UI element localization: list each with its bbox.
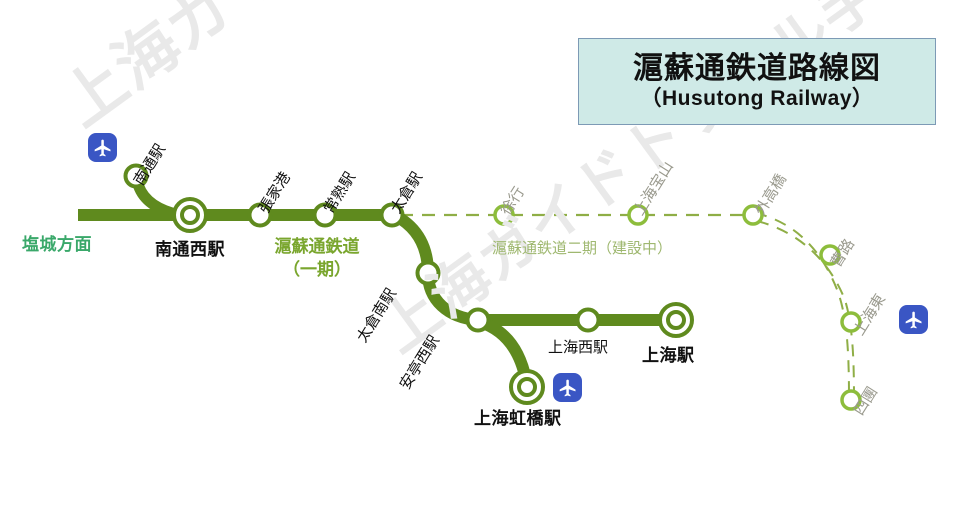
hongqiao-airport-marker[interactable] <box>553 373 582 402</box>
station-marker-changshu[interactable] <box>312 202 338 228</box>
station-marker-shanghai[interactable] <box>658 302 694 338</box>
station-marker-shanghai-east[interactable] <box>840 311 862 333</box>
airplane-icon <box>93 138 113 158</box>
line-label-phase2: 滬蘇通鉄道二期（建設中） <box>492 240 673 257</box>
line-label-phase1-suffix: （一期） <box>283 259 351 279</box>
station-marker-situan[interactable] <box>840 389 862 411</box>
station-marker-xuxing[interactable] <box>493 204 515 226</box>
page-title: 滬蘇通鉄道路線図 <box>633 52 881 86</box>
page-subtitle: （Husutong Railway） <box>640 87 874 111</box>
station-marker-shanghai-hongqiao[interactable] <box>509 369 545 405</box>
station-marker-caolu[interactable] <box>819 244 841 266</box>
station-label-shanghai: 上海駅 <box>642 346 695 365</box>
airplane-icon <box>904 310 924 330</box>
station-marker-waigaoqiao[interactable] <box>742 204 764 226</box>
station-marker-taicang[interactable] <box>379 202 405 228</box>
station-marker-shanghai-baoshan[interactable] <box>627 204 649 226</box>
pudong-airport-marker[interactable] <box>899 305 928 334</box>
station-marker-nantong-west[interactable] <box>172 197 208 233</box>
direction-label-yancheng: 塩城方面 <box>22 235 92 254</box>
station-marker-nantong[interactable] <box>123 163 149 189</box>
station-marker-shanghai-west[interactable] <box>575 307 601 333</box>
station-marker-taicang-south[interactable] <box>415 260 441 286</box>
station-label-nantong-west: 南通西駅 <box>155 240 225 259</box>
nantong-airport-marker[interactable] <box>88 133 117 162</box>
line-label-phase1: 滬蘇通鉄道 （一期） <box>262 236 372 282</box>
line-label-phase1-name: 滬蘇通鉄道 <box>274 237 360 256</box>
airplane-icon <box>558 378 578 398</box>
station-marker-zhangjiagang[interactable] <box>247 202 273 228</box>
line-phase2-branch-a <box>754 212 850 401</box>
station-label-shanghai-west: 上海西駅 <box>548 339 609 356</box>
station-marker-anting-west[interactable] <box>465 307 491 333</box>
map-title-box: 滬蘇通鉄道路線図 （Husutong Railway） <box>578 38 936 125</box>
station-label-shanghai-hongqiao: 上海虹橋駅 <box>474 409 562 428</box>
